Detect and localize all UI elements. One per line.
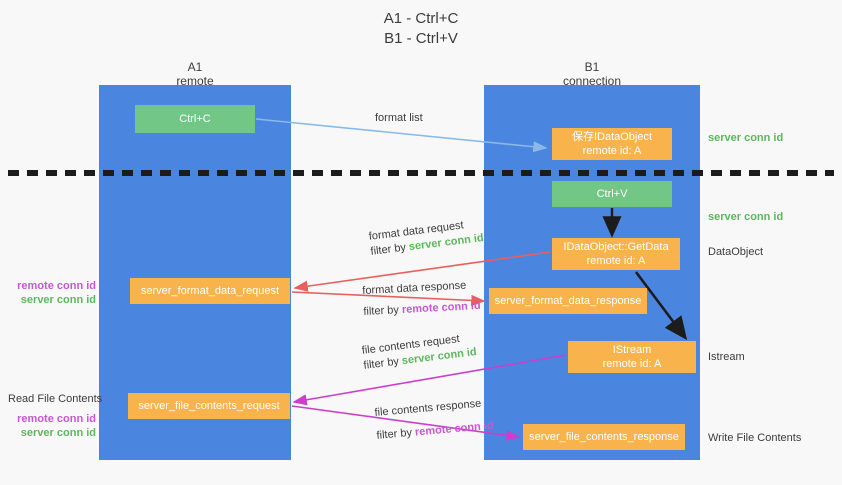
lane-header-b1-subtitle: connection [562, 74, 622, 88]
box-server-format-data-request[interactable]: server_format_data_request [130, 278, 290, 304]
label-write-file-contents: Write File Contents [708, 432, 802, 444]
box-getdata-title: IDataObject::GetData [563, 241, 669, 253]
box-getdata-subtitle: remote id: A [586, 255, 646, 267]
box-istream-subtitle: remote id: A [602, 358, 662, 370]
label-read-file-contents: Read File Contents [8, 393, 103, 405]
box-server-format-data-request-label: server_format_data_request [140, 285, 280, 297]
page-title: A1 - Ctrl+C B1 - Ctrl+V [0, 9, 842, 49]
label-server-conn-id-lower: server conn id [20, 427, 96, 439]
box-server-file-contents-request[interactable]: server_file_contents_request [128, 393, 290, 419]
box-server-format-data-response[interactable]: server_format_data_response [489, 288, 647, 314]
label-server-conn-id-mid: server conn id [708, 211, 784, 223]
box-istream-title: IStream [612, 344, 652, 356]
filter-prefix: filter by [369, 241, 410, 258]
box-ctrl-v-label: Ctrl+V [596, 188, 628, 200]
flow-label-file-contents-response-filter: filter by remote conn id [376, 419, 494, 444]
lane-header-a1-subtitle: remote [176, 74, 214, 88]
flow-label-format-list: format list [375, 112, 423, 124]
label-dataobject: DataObject [708, 246, 764, 258]
flow-label-format-data-response-line1: format data response [362, 279, 467, 297]
flow-label-file-contents-response: file contents response filter by remote … [374, 396, 494, 444]
title-line-2: B1 - Ctrl+V [384, 30, 458, 47]
label-conn-ids-lower: remote conn id server conn id [8, 412, 96, 440]
lane-header-a1-name: A1 [187, 60, 203, 74]
filter-prefix: filter by [362, 355, 403, 372]
label-server-conn-id-top: server conn id [708, 132, 784, 144]
box-ctrl-c-label: Ctrl+C [179, 113, 211, 125]
box-idataobject[interactable]: 保存IDataObject remote id: A [552, 128, 672, 160]
flow-label-format-data-response: format data response filter by remote co… [362, 278, 481, 320]
box-getdata[interactable]: IDataObject::GetData remote id: A [552, 238, 680, 270]
phase-divider [8, 170, 834, 176]
box-istream[interactable]: IStream remote id: A [568, 341, 696, 373]
label-remote-conn-id-upper: remote conn id [17, 280, 96, 292]
box-ctrl-v[interactable]: Ctrl+V [552, 181, 672, 207]
box-server-format-data-response-label: server_format_data_response [494, 295, 642, 307]
flow-label-format-data-request: format data request filter by server con… [368, 216, 485, 260]
lane-header-a1: A1 remote [115, 60, 275, 88]
label-remote-conn-id-lower: remote conn id [17, 413, 96, 425]
filter-value: remote conn id [414, 419, 495, 439]
lane-header-b1-name: B1 [584, 60, 600, 74]
filter-value: remote conn id [401, 299, 481, 316]
box-server-file-contents-response[interactable]: server_file_contents_response [523, 424, 685, 450]
box-idataobject-title: 保存IDataObject [571, 131, 653, 143]
box-idataobject-subtitle: remote id: A [582, 145, 642, 157]
title-line-1: A1 - Ctrl+C [383, 10, 459, 27]
flow-label-file-contents-response-line1: file contents response [374, 397, 482, 419]
filter-prefix: filter by [376, 426, 416, 442]
label-server-conn-id-upper: server conn id [20, 294, 96, 306]
box-server-file-contents-request-label: server_file_contents_request [138, 400, 280, 412]
label-conn-ids-upper: remote conn id server conn id [8, 279, 96, 307]
box-server-file-contents-response-label: server_file_contents_response [529, 431, 679, 443]
flow-label-file-contents-request: file contents request filter by server c… [361, 330, 478, 374]
label-istream: Istream [708, 351, 745, 363]
lane-header-b1: B1 connection [512, 60, 672, 88]
filter-prefix: filter by [363, 303, 403, 318]
box-ctrl-c[interactable]: Ctrl+C [135, 105, 255, 133]
flow-label-format-data-response-filter: filter by remote conn id [363, 299, 481, 320]
